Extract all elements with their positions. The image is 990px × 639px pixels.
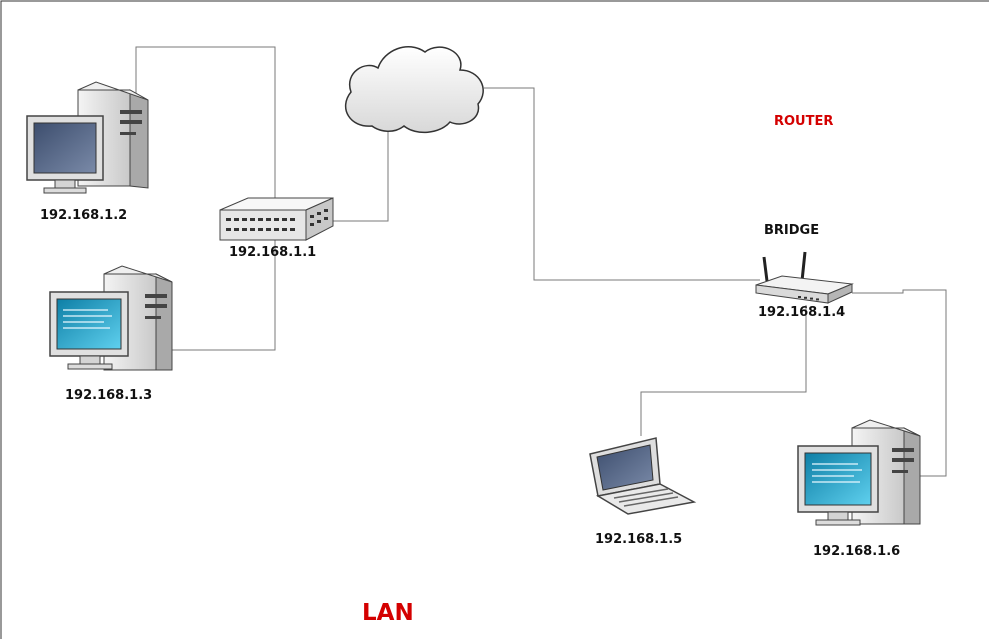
laptop-icon [589,437,697,515]
desktop-computer-icon [797,419,921,526]
bridge-ip-label: 192.168.1.4 [758,305,846,320]
connection-lines [135,46,947,477]
laptop-ip-label: 192.168.1.5 [595,532,683,547]
desktop-computer-icon [26,81,149,194]
link-pc2-switch [172,240,276,351]
internet-cloud-icon [345,46,484,134]
pc2-ip-label: 192.168.1.3 [65,388,153,403]
link-pc1-switch [135,46,276,206]
switch-ip-label: 192.168.1.1 [229,245,317,260]
bridge-label: BRIDGE [764,223,820,238]
pc1-ip-label: 192.168.1.2 [40,208,128,223]
desktop-computer-icon [49,265,173,371]
diagram-title: LAN [362,600,414,626]
network-switch-icon [219,197,334,241]
router-label: ROUTER [774,114,834,129]
link-cloud-bridge [484,87,760,281]
link-bridge-pc3 [852,289,947,477]
link-bridge-laptop [640,305,807,436]
link-switch-cloud [333,130,389,222]
wireless-router-icon [755,251,854,304]
pc3-ip-label: 192.168.1.6 [813,544,901,559]
